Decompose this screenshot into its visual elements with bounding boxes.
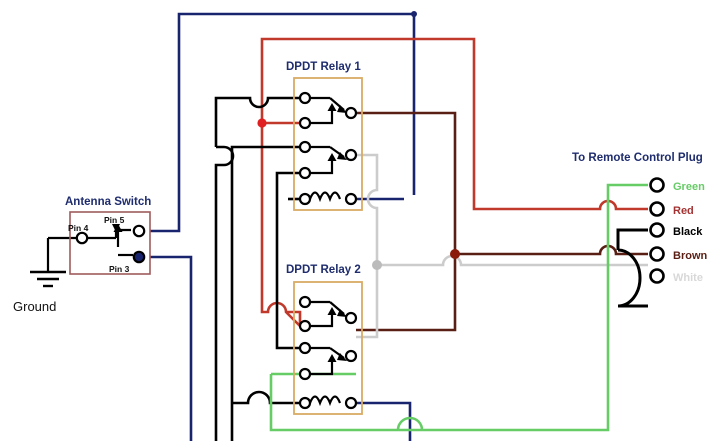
wire-gray-relay1 (356, 153, 379, 265)
wire-gray-trunk (356, 254, 648, 339)
plug-label-black: Black (673, 226, 703, 238)
wire-green-main (269, 183, 648, 432)
relay-1-pole-b (298, 140, 358, 180)
relay-1-pole-a (298, 91, 358, 130)
plug-terminal-black: Black (649, 222, 703, 238)
wire-brown-relay1-out (356, 111, 457, 254)
wire-black-ground-lead (46, 236, 82, 272)
junction-gray-trunk (372, 260, 382, 270)
wire-black-relay2-coil (232, 390, 300, 405)
junction-navy-top (411, 11, 417, 17)
plug-label-green: Green (673, 181, 705, 193)
plug-label-red: Red (673, 205, 694, 217)
antenna-switch-box (69, 211, 151, 275)
relay-2-title: DPDT Relay 2 (286, 264, 361, 276)
wire-black-plug (616, 228, 648, 308)
relay-1-coil (298, 191, 358, 206)
relay-1-title: DPDT Relay 1 (286, 61, 361, 73)
ground-symbol (30, 270, 66, 288)
junction-brown-trunk (450, 249, 460, 259)
ground-label: Ground (13, 299, 56, 314)
plug-label-brown: Brown (673, 250, 708, 262)
pin-4-label: Pin 4 (68, 223, 89, 233)
wire-brown-relay2-out (356, 254, 457, 332)
pin-3-label: Pin 3 (109, 264, 130, 274)
plug-terminal-green: Green (649, 177, 705, 193)
antenna-switch-title: Antenna Switch (65, 196, 151, 208)
wire-black-relay1-mid (230, 145, 300, 441)
plug-terminal-white: White (649, 268, 703, 284)
wire-green-hop-navy (396, 416, 424, 431)
pin-5-label: Pin 5 (104, 215, 125, 225)
junction-red-relay1 (257, 118, 267, 128)
relay-2-coil (298, 395, 358, 410)
wire-navy-pin3-down (150, 255, 193, 441)
plug-label-white: White (673, 272, 703, 284)
plug-terminal-brown: Brown (649, 246, 708, 262)
wire-red-main-loop (260, 37, 568, 211)
relay-2-box (293, 281, 363, 415)
wire-navy-relay2-coil (356, 401, 412, 441)
relay-1-box (293, 77, 363, 211)
relay-2-pole-b (298, 341, 358, 381)
relay-2-pole-a (298, 295, 358, 333)
wire-navy-pin5-loop (150, 12, 416, 233)
remote-plug-title: To Remote Control Plug (572, 152, 703, 164)
wire-black-relay1-low (275, 171, 300, 350)
plug-terminal-red: Red (649, 201, 694, 217)
antenna-switch-contacts (75, 224, 146, 264)
